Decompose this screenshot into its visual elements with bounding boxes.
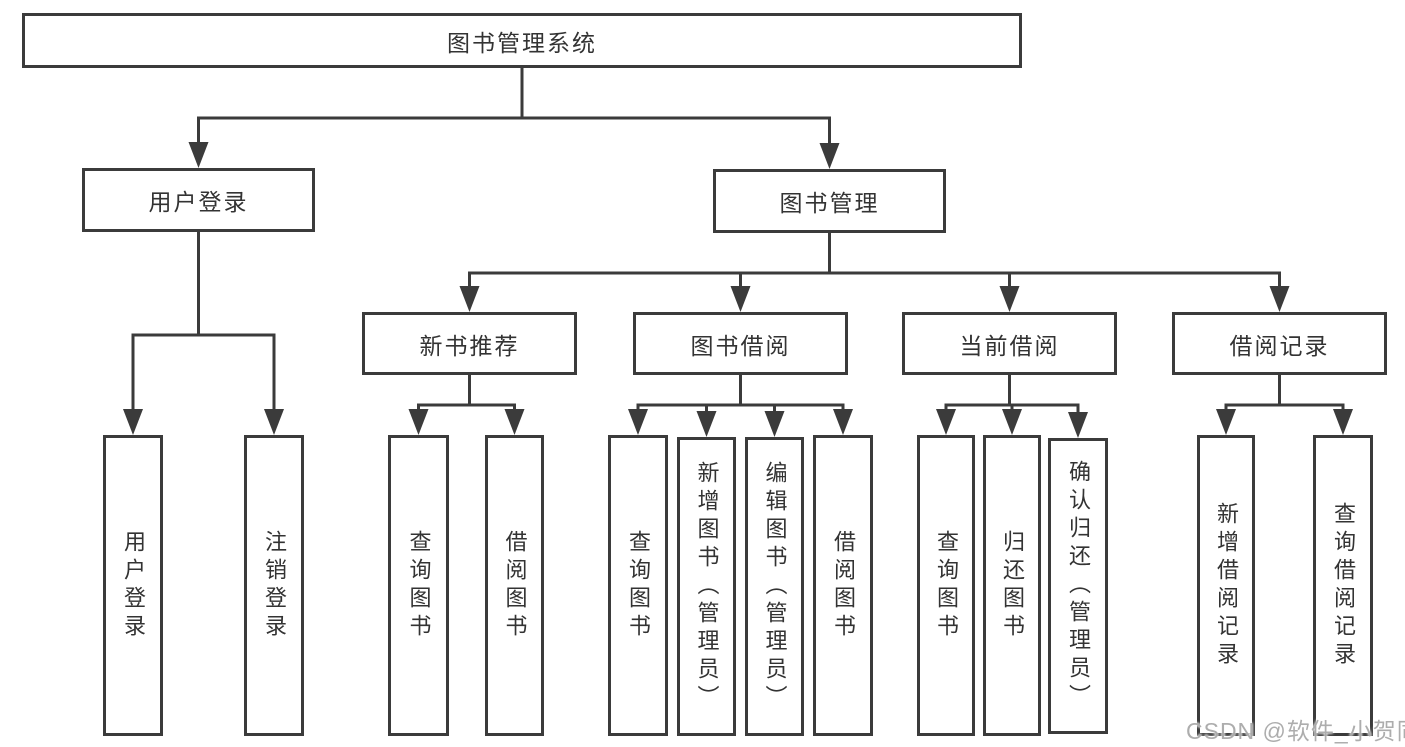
leaf-br-add-record-label: 新增借阅记录 [1214,501,1239,670]
leaf-bb-borrow-books-label: 借阅图书 [831,529,856,642]
leaf-bb-add-books-admin-label: 新增图书（管理员） [694,460,720,713]
node-book-management: 图书管理 [713,169,946,233]
node-user-login: 用户登录 [82,168,315,232]
leaf-bb-query-books-label: 查询图书 [626,529,651,642]
leaf-br-add-record: 新增借阅记录 [1197,435,1255,736]
node-new-book-recommend: 新书推荐 [362,312,577,375]
node-current-borrowing-label: 当前借阅 [959,332,1060,359]
leaf-bb-edit-books-admin: 编辑图书（管理员） [745,437,804,736]
leaf-br-query-record: 查询借阅记录 [1313,435,1373,736]
leaf-logout: 注销登录 [244,435,304,736]
node-borrowing-records-label: 借阅记录 [1229,332,1330,359]
leaf-cb-return-books-label: 归还图书 [1000,529,1025,642]
leaf-br-query-record-label: 查询借阅记录 [1331,501,1356,670]
node-root-library-system: 图书管理系统 [22,13,1022,68]
leaf-bb-edit-books-admin-label: 编辑图书（管理员） [762,460,788,713]
leaf-nbr-query-books: 查询图书 [388,435,449,736]
node-current-borrowing: 当前借阅 [902,312,1117,375]
leaf-bb-add-books-admin: 新增图书（管理员） [677,437,736,736]
leaf-bb-query-books: 查询图书 [608,435,668,736]
csdn-watermark: CSDN @软件_小贺同学 [1186,718,1405,744]
node-user-login-label: 用户登录 [148,189,249,215]
leaf-user-login-label: 用户登录 [121,529,146,642]
leaf-bb-borrow-books: 借阅图书 [813,435,873,736]
leaf-logout-label: 注销登录 [262,529,287,642]
leaf-cb-query-books: 查询图书 [917,435,975,736]
node-book-management-label: 图书管理 [779,190,880,216]
leaf-cb-query-books-label: 查询图书 [934,529,959,642]
node-root-label: 图书管理系统 [447,29,597,56]
node-new-book-recommend-label: 新书推荐 [419,332,520,359]
arrowheads [123,142,1353,438]
node-book-borrowing: 图书借阅 [633,312,848,375]
leaf-nbr-query-books-label: 查询图书 [406,529,432,642]
leaf-user-login: 用户登录 [103,435,163,736]
node-book-borrowing-label: 图书借阅 [690,332,791,359]
leaf-nbr-borrow-books-label: 借阅图书 [502,529,528,642]
leaf-nbr-borrow-books: 借阅图书 [485,435,544,736]
leaf-cb-confirm-return-admin: 确认归还（管理员） [1048,438,1108,734]
leaf-cb-confirm-return-admin-label: 确认归还（管理员） [1066,460,1091,712]
leaf-cb-return-books: 归还图书 [983,435,1041,736]
node-borrowing-records: 借阅记录 [1172,312,1387,375]
